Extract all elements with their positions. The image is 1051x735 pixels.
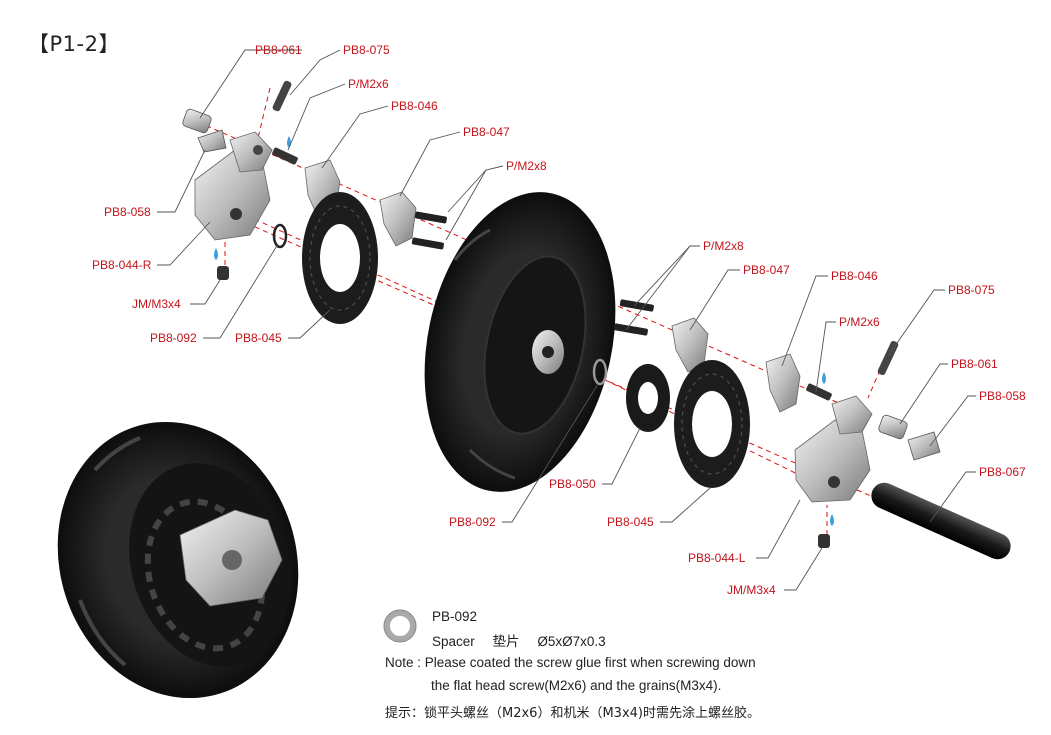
label-m2x8-right: P/M2x8 [703,239,744,253]
grub-screw-jm-m3x4-left [217,266,229,280]
label-pb8-058-left: PB8-058 [104,205,151,219]
spacer-size: Ø5xØ7x0.3 [537,634,606,649]
main-wheel [424,192,616,492]
grub-screw-jm-m3x4-right [818,534,830,548]
part-pb8-058-right [907,431,941,461]
label-pb8-067: PB8-067 [979,465,1026,479]
hub-pb8-050 [626,364,670,432]
note-line-2: the flat head screw(M2x6) and the grains… [431,678,722,693]
bracket-right-pb8-044-r [194,131,273,241]
screw-m2x6-left [272,147,298,165]
pin-pb8-075-right [877,340,899,376]
callout-labels: PB8-061 PB8-075 P/M2x6 PB8-046 PB8-047 P… [92,43,1026,597]
label-pb8-044-l: PB8-044-L [688,551,746,565]
label-pb8-061-right: PB8-061 [951,357,998,371]
block-pb8-046-right [765,353,801,413]
label-pb8-046-right: PB8-046 [831,269,878,283]
label-pb8-045-right: PB8-045 [607,515,654,529]
spacer-name: Spacer [432,634,475,649]
pin-pb8-075-left [272,80,292,112]
glue-drop-icon [830,514,834,526]
spacer-pb8-092-left [272,223,288,249]
screw-m2x6-right [806,383,832,401]
label-pb8-058-right: PB8-058 [979,389,1026,403]
label-pb8-044-r: PB8-044-R [92,258,152,272]
part-pb8-061-left [182,108,212,134]
label-m2x6-left: P/M2x6 [348,77,389,91]
screws-m2x8-right [613,299,654,336]
label-m2x6-right: P/M2x6 [839,315,880,329]
label-jm-m3x4-left: JM/M3x4 [132,297,181,311]
glue-drop-icon [822,372,826,384]
label-pb8-045-left: PB8-045 [235,331,282,345]
label-pb8-046-left: PB8-046 [391,99,438,113]
note-line-3-cn: 提示：锁平头螺丝（M2x6）和机米（M3x4)时需先涂上螺丝胶。 [385,706,760,721]
label-pb8-075-left: PB8-075 [343,43,390,57]
block-pb8-047-left [379,191,417,247]
glue-drop-icon [287,136,291,148]
glue-drop-icon [214,248,218,260]
label-pb8-050: PB8-050 [549,477,596,491]
brake-disc-pb8-045-left [302,192,378,324]
label-pb8-075-right: PB8-075 [948,283,995,297]
label-jm-m3x4-right: JM/M3x4 [727,583,776,597]
label-pb8-092-right: PB8-092 [449,515,496,529]
leader-lines [157,49,976,591]
screws-m2x8-left [411,211,447,250]
note-line-1: Note : Please coated the screw glue firs… [385,655,756,670]
spacer-description: Spacer 垫片 Ø5xØ7x0.3 [432,630,620,650]
spacer-part-number: PB-092 [432,609,478,624]
label-pb8-092-left: PB8-092 [150,331,197,345]
label-pb8-061-left: PB8-061 [255,43,302,57]
spacer-name-cn: 垫片 [492,634,520,649]
spacer-ring-icon [383,609,417,643]
label-pb8-047-right: PB8-047 [743,263,790,277]
axle-pb8-067 [871,482,1011,560]
label-m2x8-left: P/M2x8 [506,159,547,173]
part-pb8-061-right [878,414,908,440]
label-pb8-047-left: PB8-047 [463,125,510,139]
part-pb8-058-left [197,129,227,153]
assembled-wheel-illustration [57,421,299,699]
bracket-left-pb8-044-l [794,395,873,503]
page-label: 【P1-2】 [28,32,120,56]
brake-disc-pb8-045-right [674,360,750,488]
spacer-pb8-092-right [592,358,608,386]
